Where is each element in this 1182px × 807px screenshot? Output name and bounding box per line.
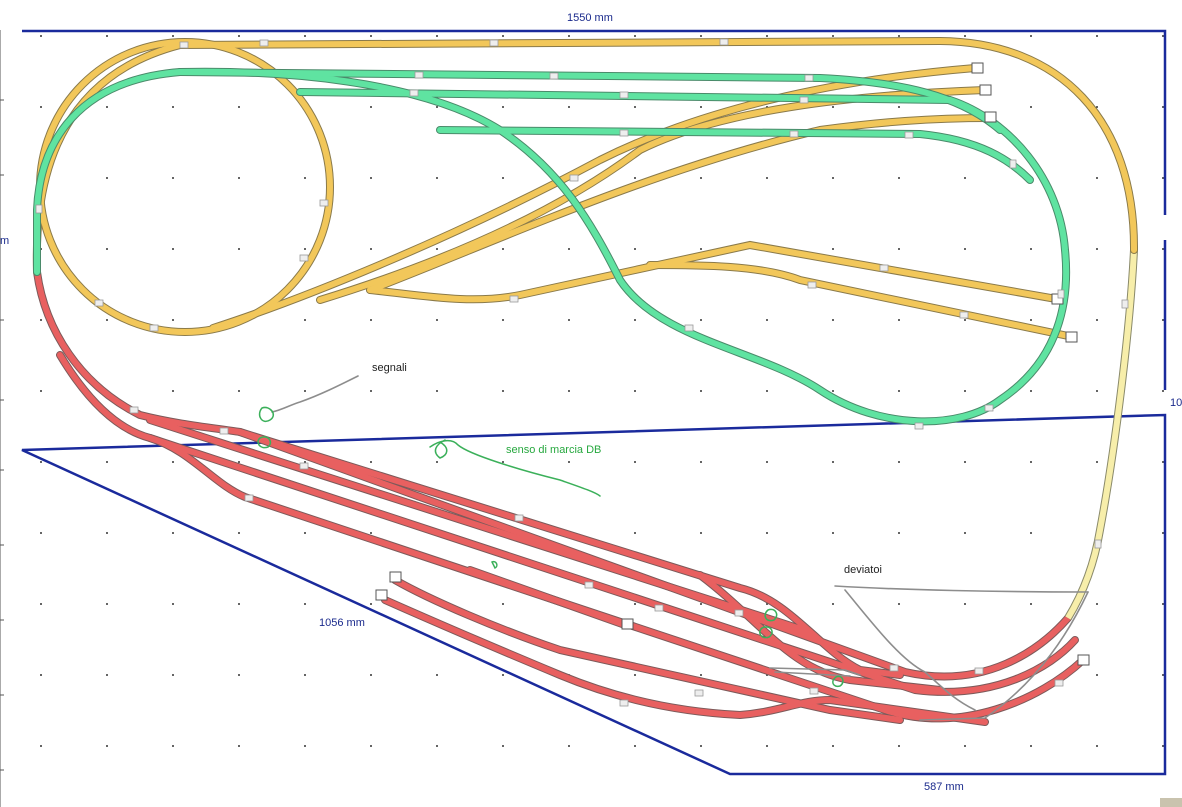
dimension-bottom: 587 mm [924,781,964,793]
label-signals: segnali [372,362,407,374]
pale-yellow-track [1064,249,1138,621]
red-station-tracks [33,268,1087,726]
label-turnouts: deviatoi [844,564,882,576]
green-tracks [33,67,1071,426]
board-outline [21,29,1167,776]
dimension-left: m [0,235,10,247]
dimension-right: 10 [1170,397,1182,409]
pencil-annotations [271,375,1089,721]
dimension-top: 1550 mm [567,12,613,24]
buffer-stops [375,62,1090,666]
label-direction: senso di marcia DB [506,444,602,456]
green-marker-annotations [257,406,844,688]
left-ruler [0,30,4,807]
track-joints [35,38,1129,707]
dimension-diagonal: 1056 mm [319,617,365,629]
corner-swatch [1160,798,1182,807]
